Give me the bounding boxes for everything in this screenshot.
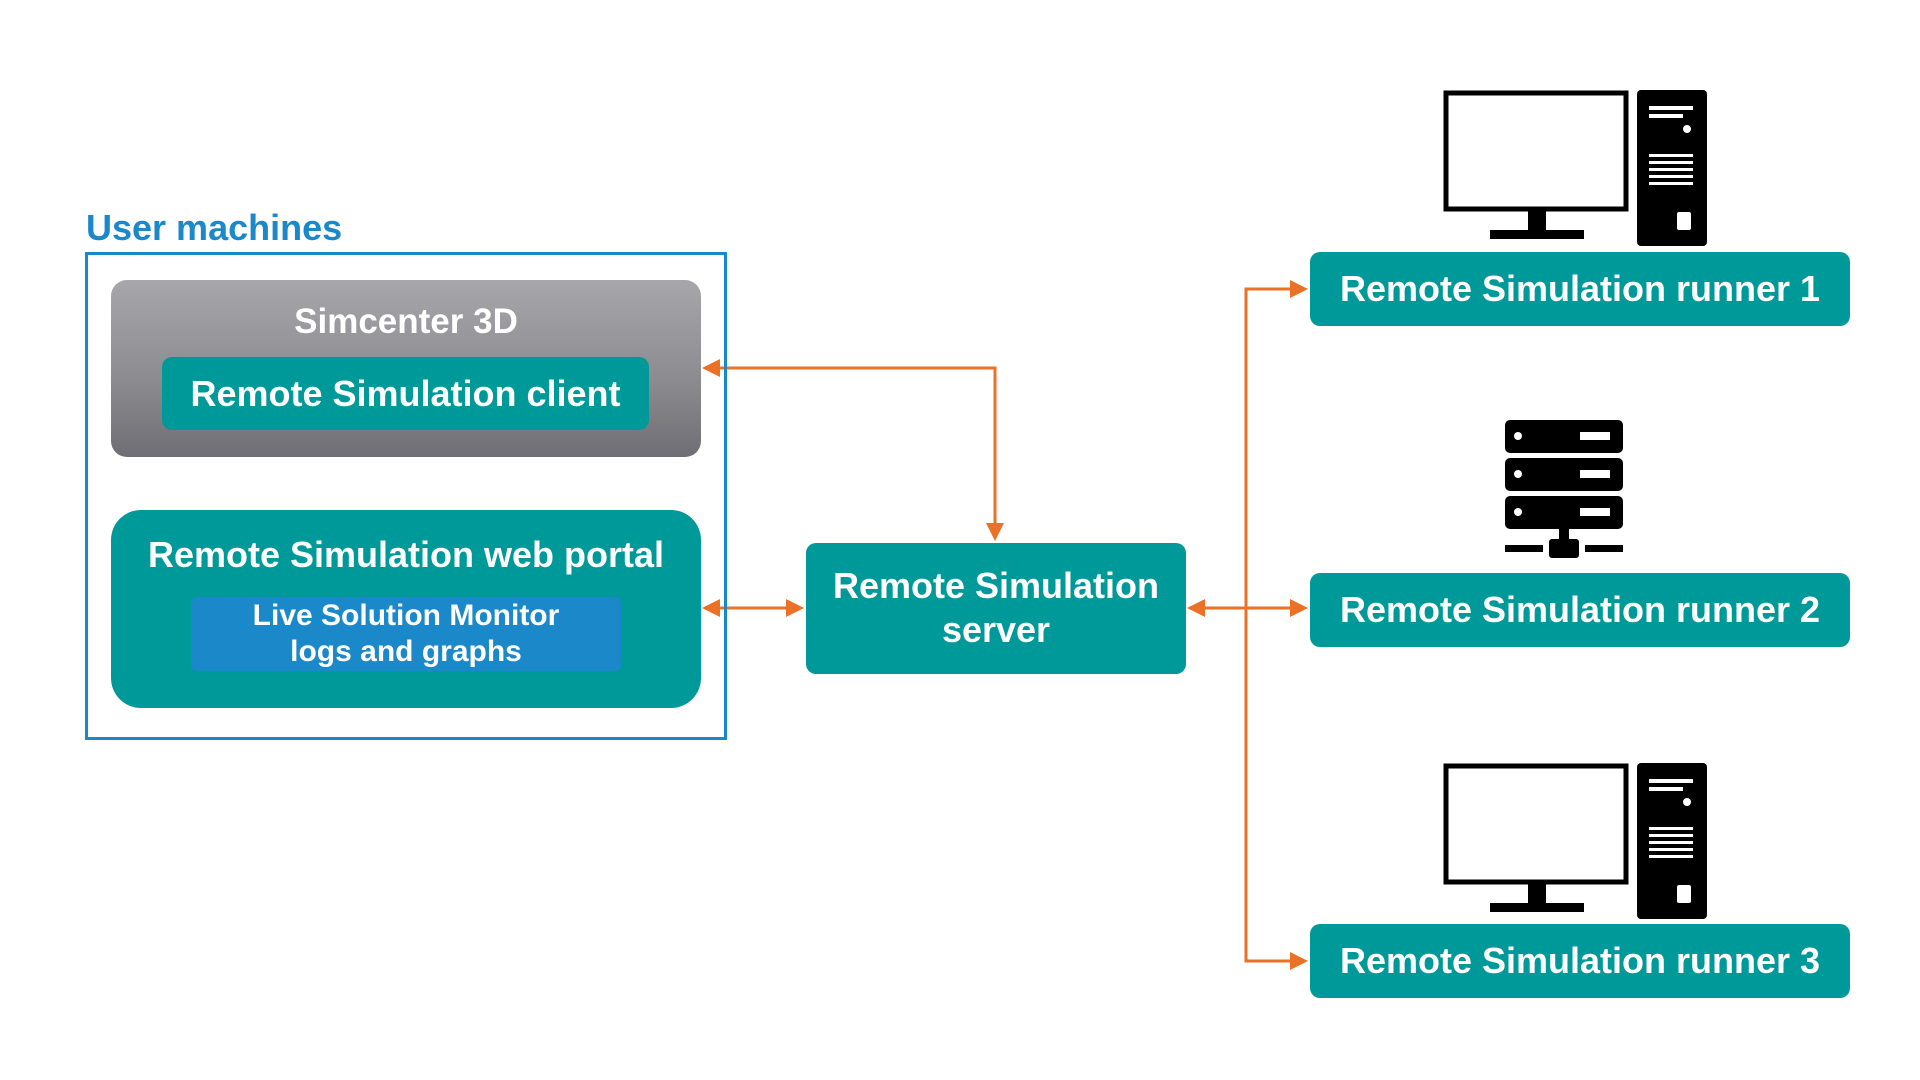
simcenter-3d-title: Simcenter 3D — [294, 302, 518, 341]
server-line-1: Remote Simulation — [832, 565, 1160, 606]
connector-server-runner-1 — [1244, 280, 1308, 608]
desktop-computer-icon — [1443, 763, 1707, 919]
user-machines-title: User machines — [86, 207, 343, 248]
server-line-2: server — [941, 609, 1051, 650]
remote-simulation-client[interactable]: Remote Simulation client — [162, 357, 649, 430]
remote-simulation-runner-2[interactable]: Remote Simulation runner 2 — [1310, 573, 1850, 647]
monitor-line-2: logs and graphs — [290, 635, 522, 668]
desktop-computer-icon — [1443, 90, 1707, 246]
server-rack-icon — [1505, 420, 1623, 558]
remote-simulation-runner-3[interactable]: Remote Simulation runner 3 — [1310, 924, 1850, 998]
monitor-line-1: Live Solution Monitor — [252, 599, 560, 632]
web-portal-title: Remote Simulation web portal — [147, 534, 665, 575]
connector-server-runner-3 — [1244, 608, 1308, 970]
live-solution-monitor[interactable]: Live Solution Monitor logs and graphs — [191, 597, 621, 671]
remote-simulation-runner-1[interactable]: Remote Simulation runner 1 — [1310, 252, 1850, 326]
user-machines-group — [85, 252, 727, 740]
remote-simulation-server[interactable]: Remote Simulation server — [806, 543, 1186, 674]
connector-client-server — [702, 359, 1004, 541]
